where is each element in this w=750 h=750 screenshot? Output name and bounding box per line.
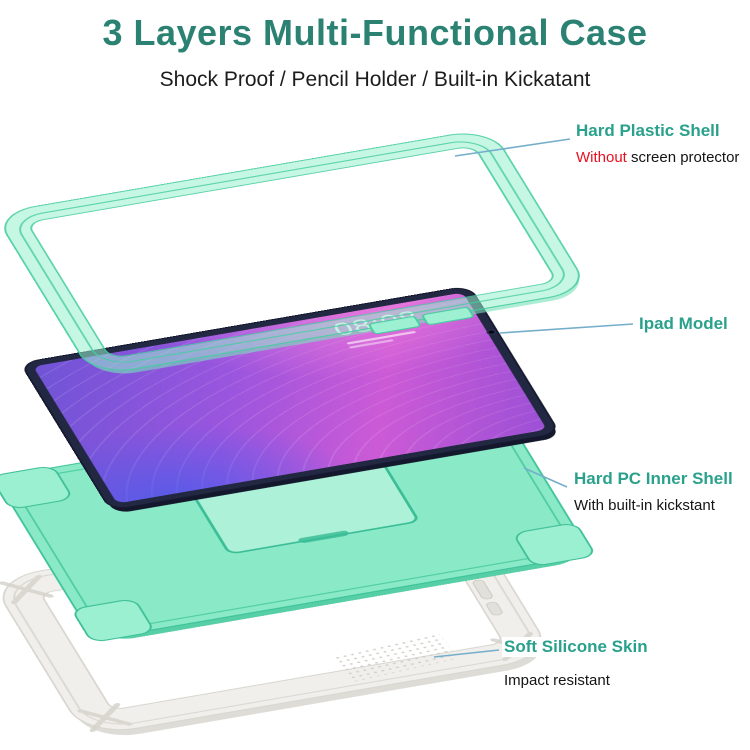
callout-skin: Soft Silicone Skin Impact resistant [502, 637, 650, 689]
callout-tablet-label: Ipad Model [637, 314, 730, 334]
corner-ridge [0, 574, 55, 605]
callout-inner-shell: Hard PC Inner Shell With built-in kickst… [572, 469, 735, 514]
note-rest: screen protector [626, 149, 740, 166]
side-button-volume [471, 578, 495, 601]
note-highlight: Without [576, 149, 627, 166]
page-subtitle: Shock Proof / Pencil Holder / Built-in K… [159, 68, 591, 91]
callout-plastic-shell-label: Hard Plastic Shell [574, 121, 742, 141]
grip-texture [332, 632, 459, 683]
callout-inner-shell-label: Hard PC Inner Shell [572, 469, 735, 489]
callout-plastic-shell-note: Without screen protector [574, 149, 742, 166]
callout-skin-label: Soft Silicone Skin [502, 637, 650, 657]
page-title: 3 Layers Multi-Functional Case [102, 12, 648, 53]
corner-ridge [77, 702, 133, 733]
callout-inner-shell-note: With built-in kickstant [572, 497, 735, 514]
callout-skin-note: Impact resistant [502, 672, 650, 689]
callout-tablet: Ipad Model [637, 314, 730, 334]
side-button-power [484, 601, 505, 617]
camera-dot [487, 330, 496, 335]
callout-plastic-shell: Hard Plastic Shell Without screen protec… [574, 121, 742, 166]
